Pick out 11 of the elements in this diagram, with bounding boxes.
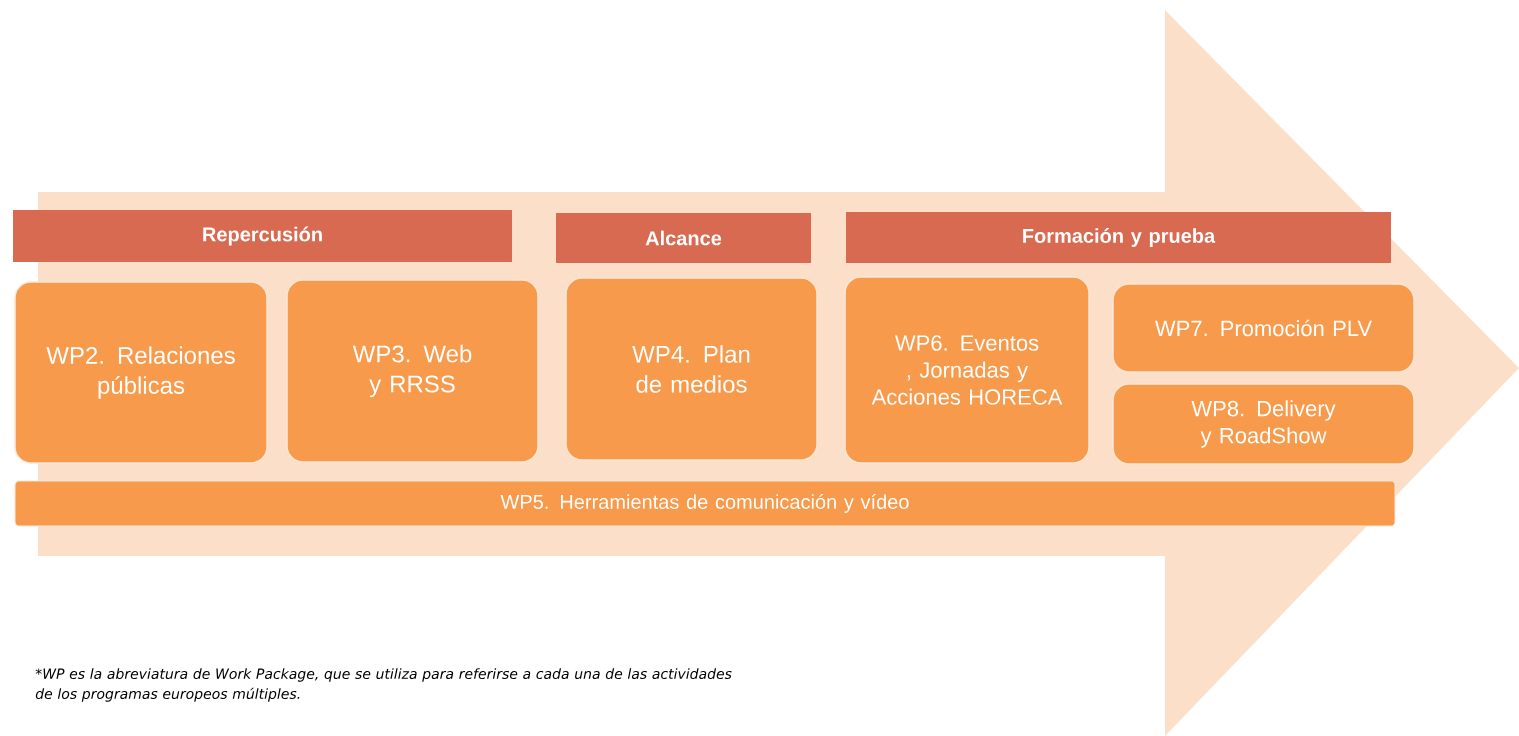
work-package-box: WP6. Eventos , Jornadas y Acciones HORECA [844,276,1090,464]
footnote: *WP es la abreviatura de Work Package, que se utiliza para referirse a cada una de las actividades de los programas europeos múltiples. [35,668,732,702]
header-band: Repercusión [13,210,512,262]
work-package-box: WP8. Delivery y RoadShow [1112,383,1415,465]
work-package-box: WP4. Plan de medios [565,277,818,461]
work-package-box: WP3. Web y RRSS [286,279,539,463]
header-band: Formación y prueba [846,212,1391,263]
work-package-box: WP2. Relaciones públicas [14,281,268,464]
work-package-band: WP5. Herramientas de comunicación y vídeo [14,480,1396,527]
work-package-box: WP7. Promoción PLV [1112,283,1415,373]
header-band: Alcance [556,213,811,263]
